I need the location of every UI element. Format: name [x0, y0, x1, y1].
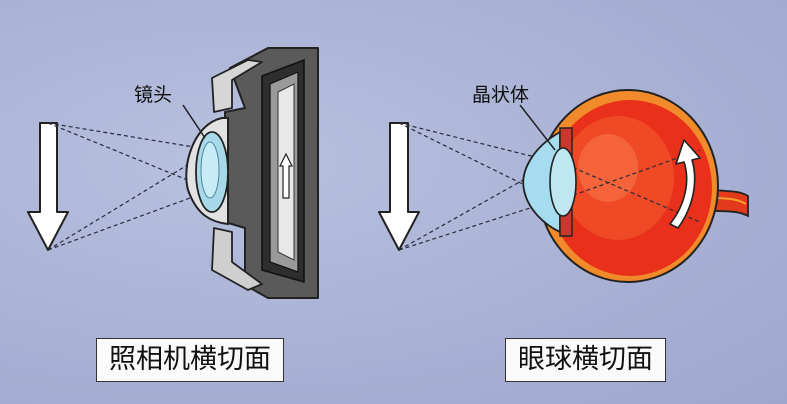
camera-lens-pointer — [182, 104, 206, 139]
eye-lens-label: 晶状体 — [472, 84, 530, 106]
camera-lens — [185, 117, 229, 226]
camera-caption: 照相机横切面 — [96, 338, 284, 382]
eye-object-arrow — [378, 122, 420, 251]
eyeball — [537, 89, 719, 283]
camera-object-arrow — [27, 122, 69, 251]
eye-cornea-lens — [522, 127, 577, 237]
camera-lens-label: 镜头 — [134, 84, 173, 106]
camera-image-arrow — [279, 152, 293, 199]
eye-lens-pointer — [519, 104, 556, 151]
eye-caption: 眼球横切面 — [505, 338, 666, 382]
eye-image-arrow — [669, 139, 701, 229]
